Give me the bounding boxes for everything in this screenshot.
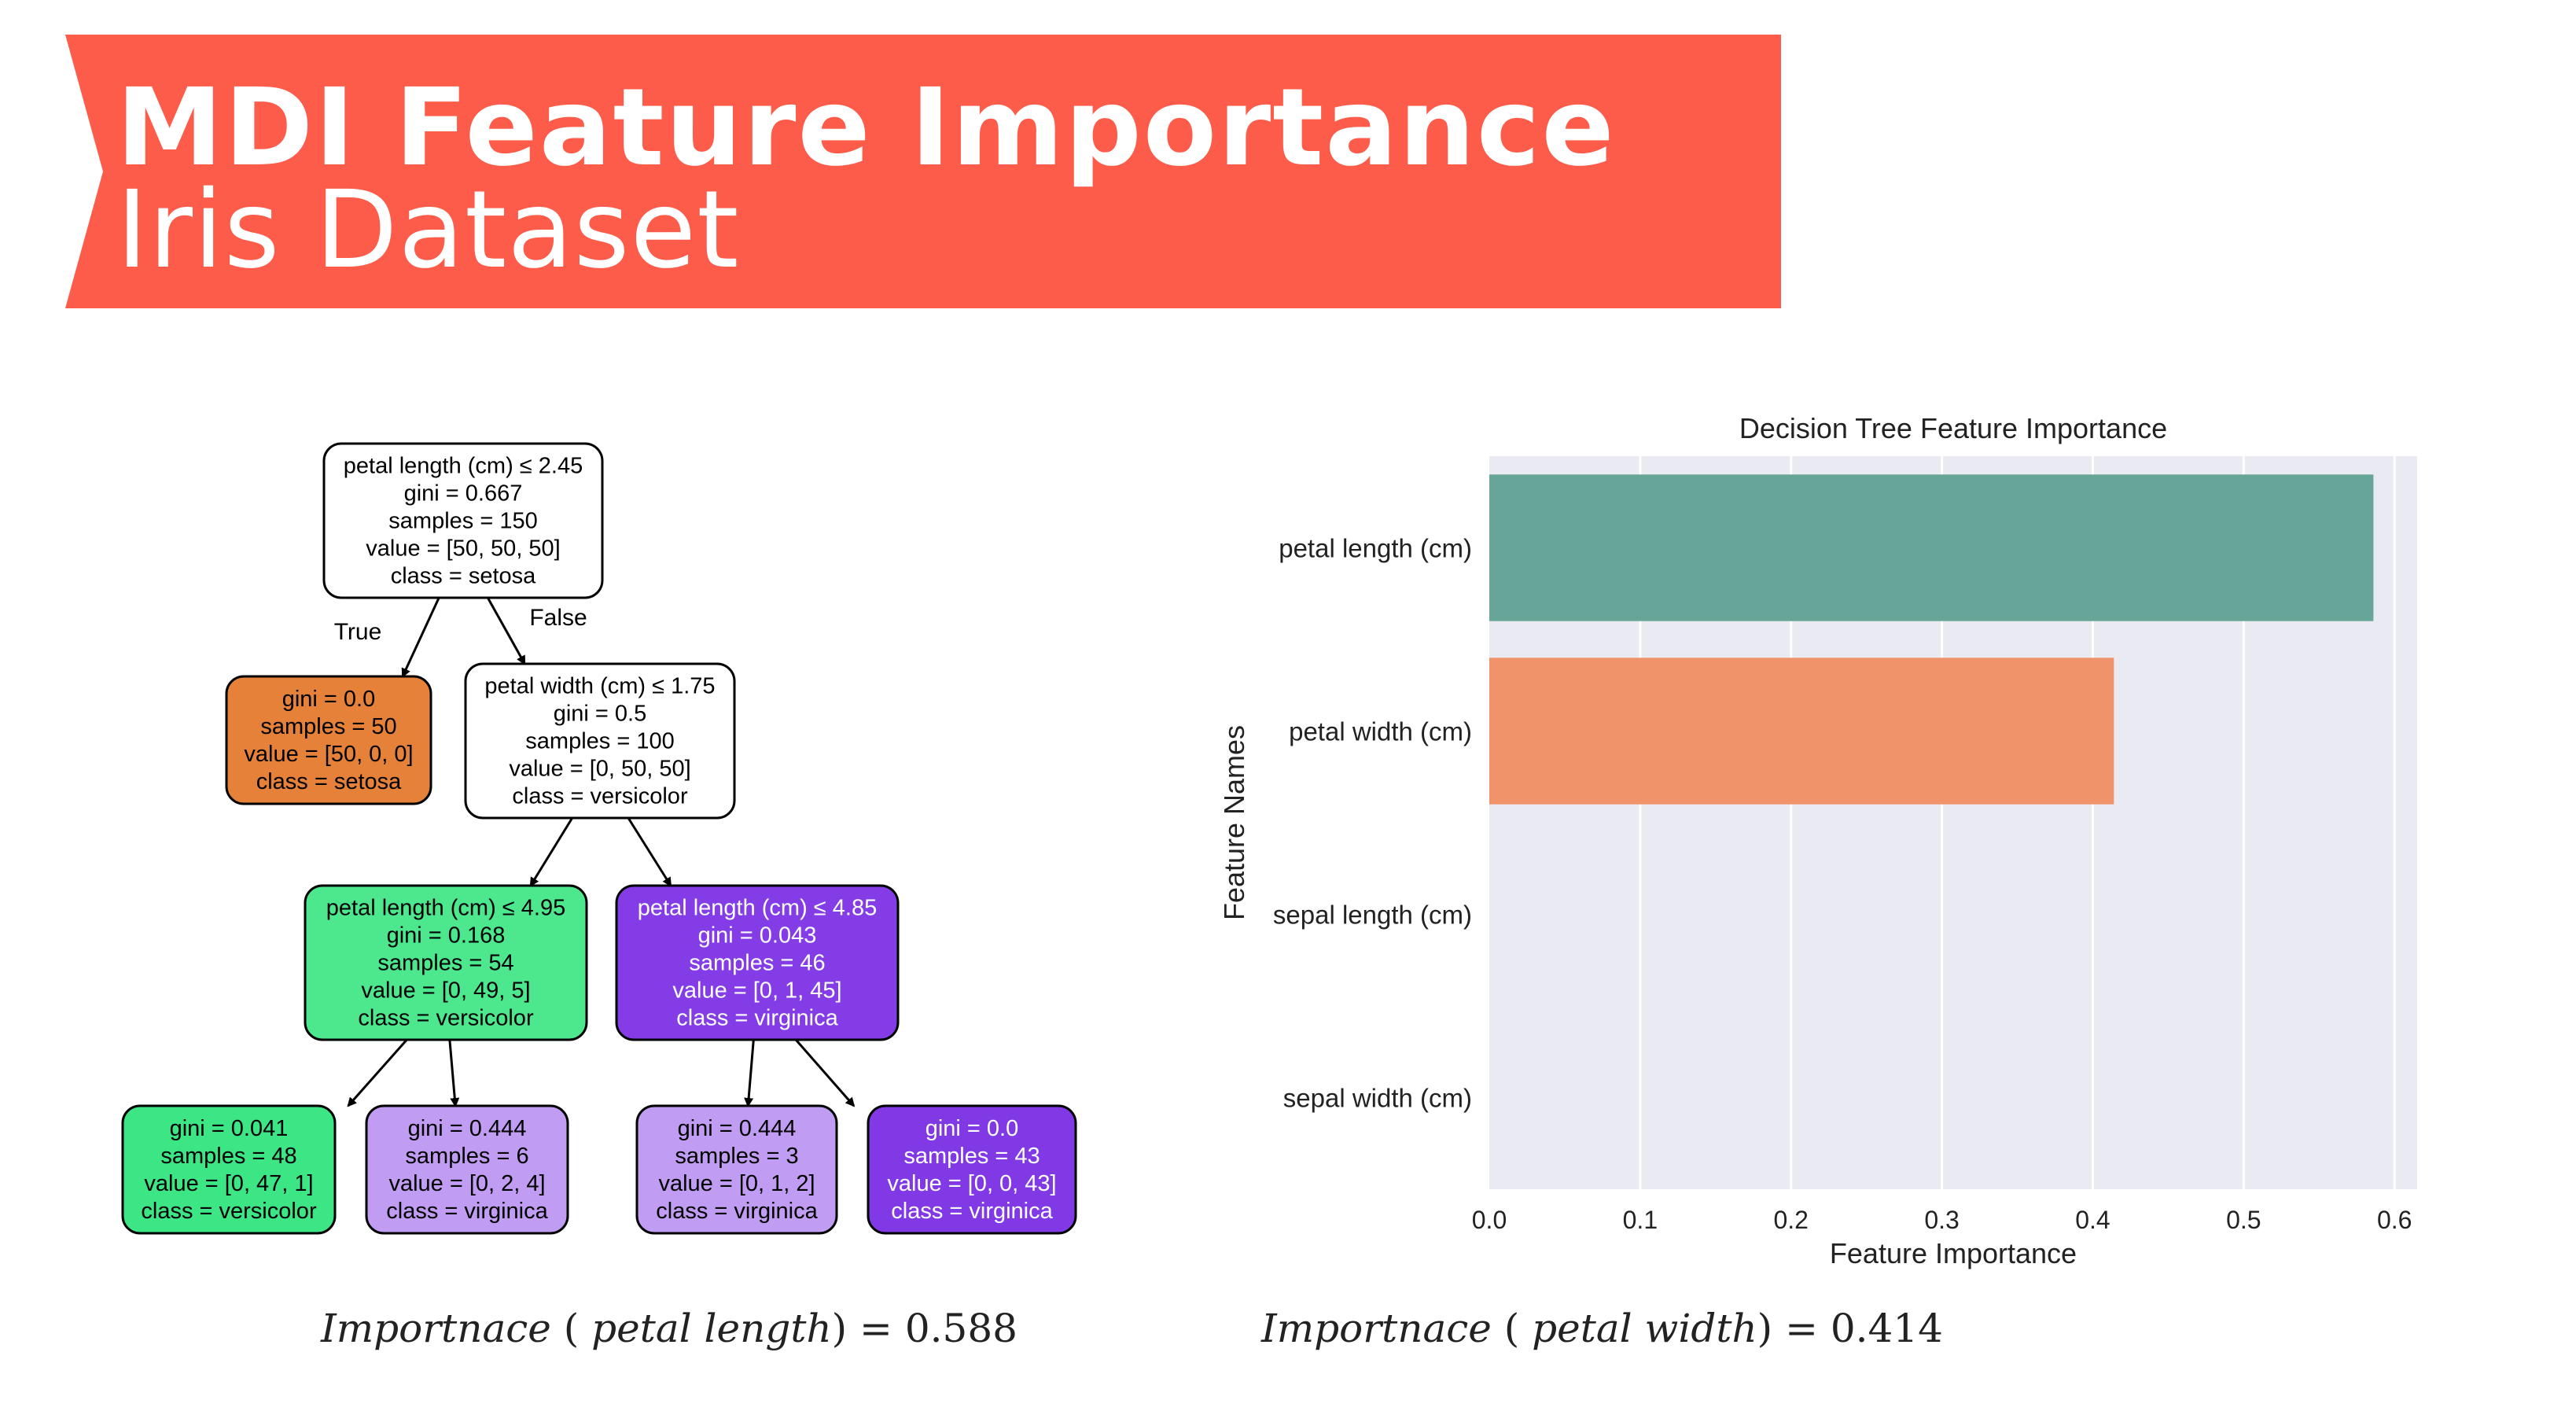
title-line-2: Iris Dataset [116, 168, 740, 293]
tree-node-text: samples = 46 [689, 951, 825, 976]
tree-node-text: gini = 0.0 [926, 1116, 1019, 1141]
x-tick-label: 0.5 [2226, 1206, 2261, 1234]
y-tick-label: petal length (cm) [1279, 534, 1472, 563]
tree-node-text: gini = 0.168 [387, 923, 506, 949]
x-tick-label: 0.0 [1472, 1206, 1507, 1234]
tree-node-text: petal width (cm) ≤ 1.75 [484, 674, 715, 699]
tree-node-box [322, 442, 604, 599]
y-tick-label: petal width (cm) [1289, 717, 1472, 746]
x-tick-label: 0.6 [2377, 1206, 2412, 1234]
tree-edge [795, 1039, 856, 1107]
tree-edge [401, 597, 440, 678]
tree-node-box [464, 662, 736, 820]
feature-importance-chart: Decision Tree Feature Importance petal l… [1218, 412, 2417, 1269]
tree-node-text: value = [0, 50, 50] [509, 757, 690, 782]
tree-node-text: class = versicolor [358, 1006, 534, 1031]
tree-node-box [121, 1104, 337, 1235]
tree-node-text: gini = 0.444 [408, 1116, 527, 1141]
tree-node-text: value = [50, 0, 0] [244, 742, 413, 767]
y-axis-label: Feature Names [1218, 725, 1250, 920]
tree-node-text: petal length (cm) ≤ 4.85 [638, 896, 877, 921]
y-tick-label: sepal width (cm) [1283, 1084, 1472, 1113]
tree-node-box [635, 1104, 838, 1235]
x-tick-label: 0.2 [1773, 1206, 1808, 1234]
x-tick-label: 0.4 [2075, 1206, 2110, 1234]
tree-node-text: petal length (cm) ≤ 4.95 [326, 896, 565, 921]
tree-node-text: class = virginica [891, 1199, 1053, 1224]
tree-edge [744, 1039, 755, 1107]
x-tick-label: 0.1 [1623, 1206, 1658, 1234]
x-tick-label: 0.3 [1924, 1206, 1959, 1234]
tree-node-text: samples = 150 [388, 509, 537, 534]
y-tick-label: sepal length (cm) [1273, 901, 1472, 930]
tree-node-text: value = [0, 0, 43] [887, 1171, 1056, 1196]
tree-node-text: class = versicolor [512, 784, 688, 809]
tree-node-text: gini = 0.043 [698, 923, 817, 949]
edge-label-false: False [529, 605, 587, 631]
tree-node-text: value = [0, 1, 2] [658, 1171, 815, 1196]
tree-edge [627, 817, 672, 887]
tree-node-text: class = virginica [676, 1006, 838, 1031]
tree-node-text: samples = 3 [675, 1144, 798, 1169]
x-axis-label: Feature Importance [1830, 1237, 2077, 1269]
title-line-1: MDI Feature Importance [116, 66, 1616, 190]
tree-node-text: samples = 100 [525, 729, 674, 754]
formula-petal-length: Importnace ( petal length) = 0.588 [321, 1306, 1018, 1351]
tree-node: petal width (cm) ≤ 1.75 gini = 0.5samples… [464, 662, 736, 820]
tree-node-text: gini = 0.5 [554, 702, 647, 727]
formula-petal-width: Importnace ( petal width) = 0.414 [1261, 1306, 1943, 1351]
tree-node-text: samples = 43 [903, 1144, 1040, 1169]
tree-node-text: class = setosa [391, 564, 536, 589]
tree-edge [347, 1039, 408, 1107]
bar-petal-length-cm [1489, 474, 2374, 621]
tree-node-text: gini = 0.667 [404, 481, 523, 507]
tree-node-box [225, 675, 432, 805]
tree-node-text: petal length (cm) ≤ 2.45 [344, 454, 583, 479]
tree-node-text: value = [50, 50, 50] [366, 536, 561, 562]
tree-node-box [365, 1104, 569, 1235]
tree-node-text: samples = 48 [160, 1144, 296, 1169]
tree-node-text: class = virginica [386, 1199, 548, 1224]
title-banner [65, 35, 1781, 308]
chart-title: Decision Tree Feature Importance [1739, 412, 2167, 444]
tree-node-text: class = virginica [656, 1199, 818, 1224]
tree-node-text: value = [0, 47, 1] [144, 1171, 313, 1196]
edge-label-true: True [334, 619, 382, 645]
tree-node-text: value = [0, 49, 5] [361, 978, 530, 1004]
tree-node-text: class = setosa [256, 769, 402, 794]
tree-node-box [615, 884, 900, 1041]
tree-node-text: samples = 54 [377, 951, 513, 976]
tree-edge [487, 597, 526, 665]
tree-node-box [304, 884, 588, 1041]
tree-node-text: value = [0, 2, 4] [388, 1171, 545, 1196]
tree-node-text: samples = 6 [405, 1144, 528, 1169]
tree-node-text: class = versicolor [141, 1199, 317, 1224]
tree-node-text: value = [0, 1, 45] [672, 978, 841, 1004]
tree-edge [448, 1039, 460, 1107]
tree-node-text: gini = 0.0 [282, 687, 376, 712]
tree-node-box [867, 1104, 1077, 1235]
tree-edge [529, 817, 573, 887]
tree-node-text: gini = 0.444 [678, 1116, 797, 1141]
tree-node-text: gini = 0.041 [170, 1116, 289, 1141]
bar-petal-width-cm [1489, 658, 2114, 805]
tree-node-text: samples = 50 [260, 714, 396, 739]
